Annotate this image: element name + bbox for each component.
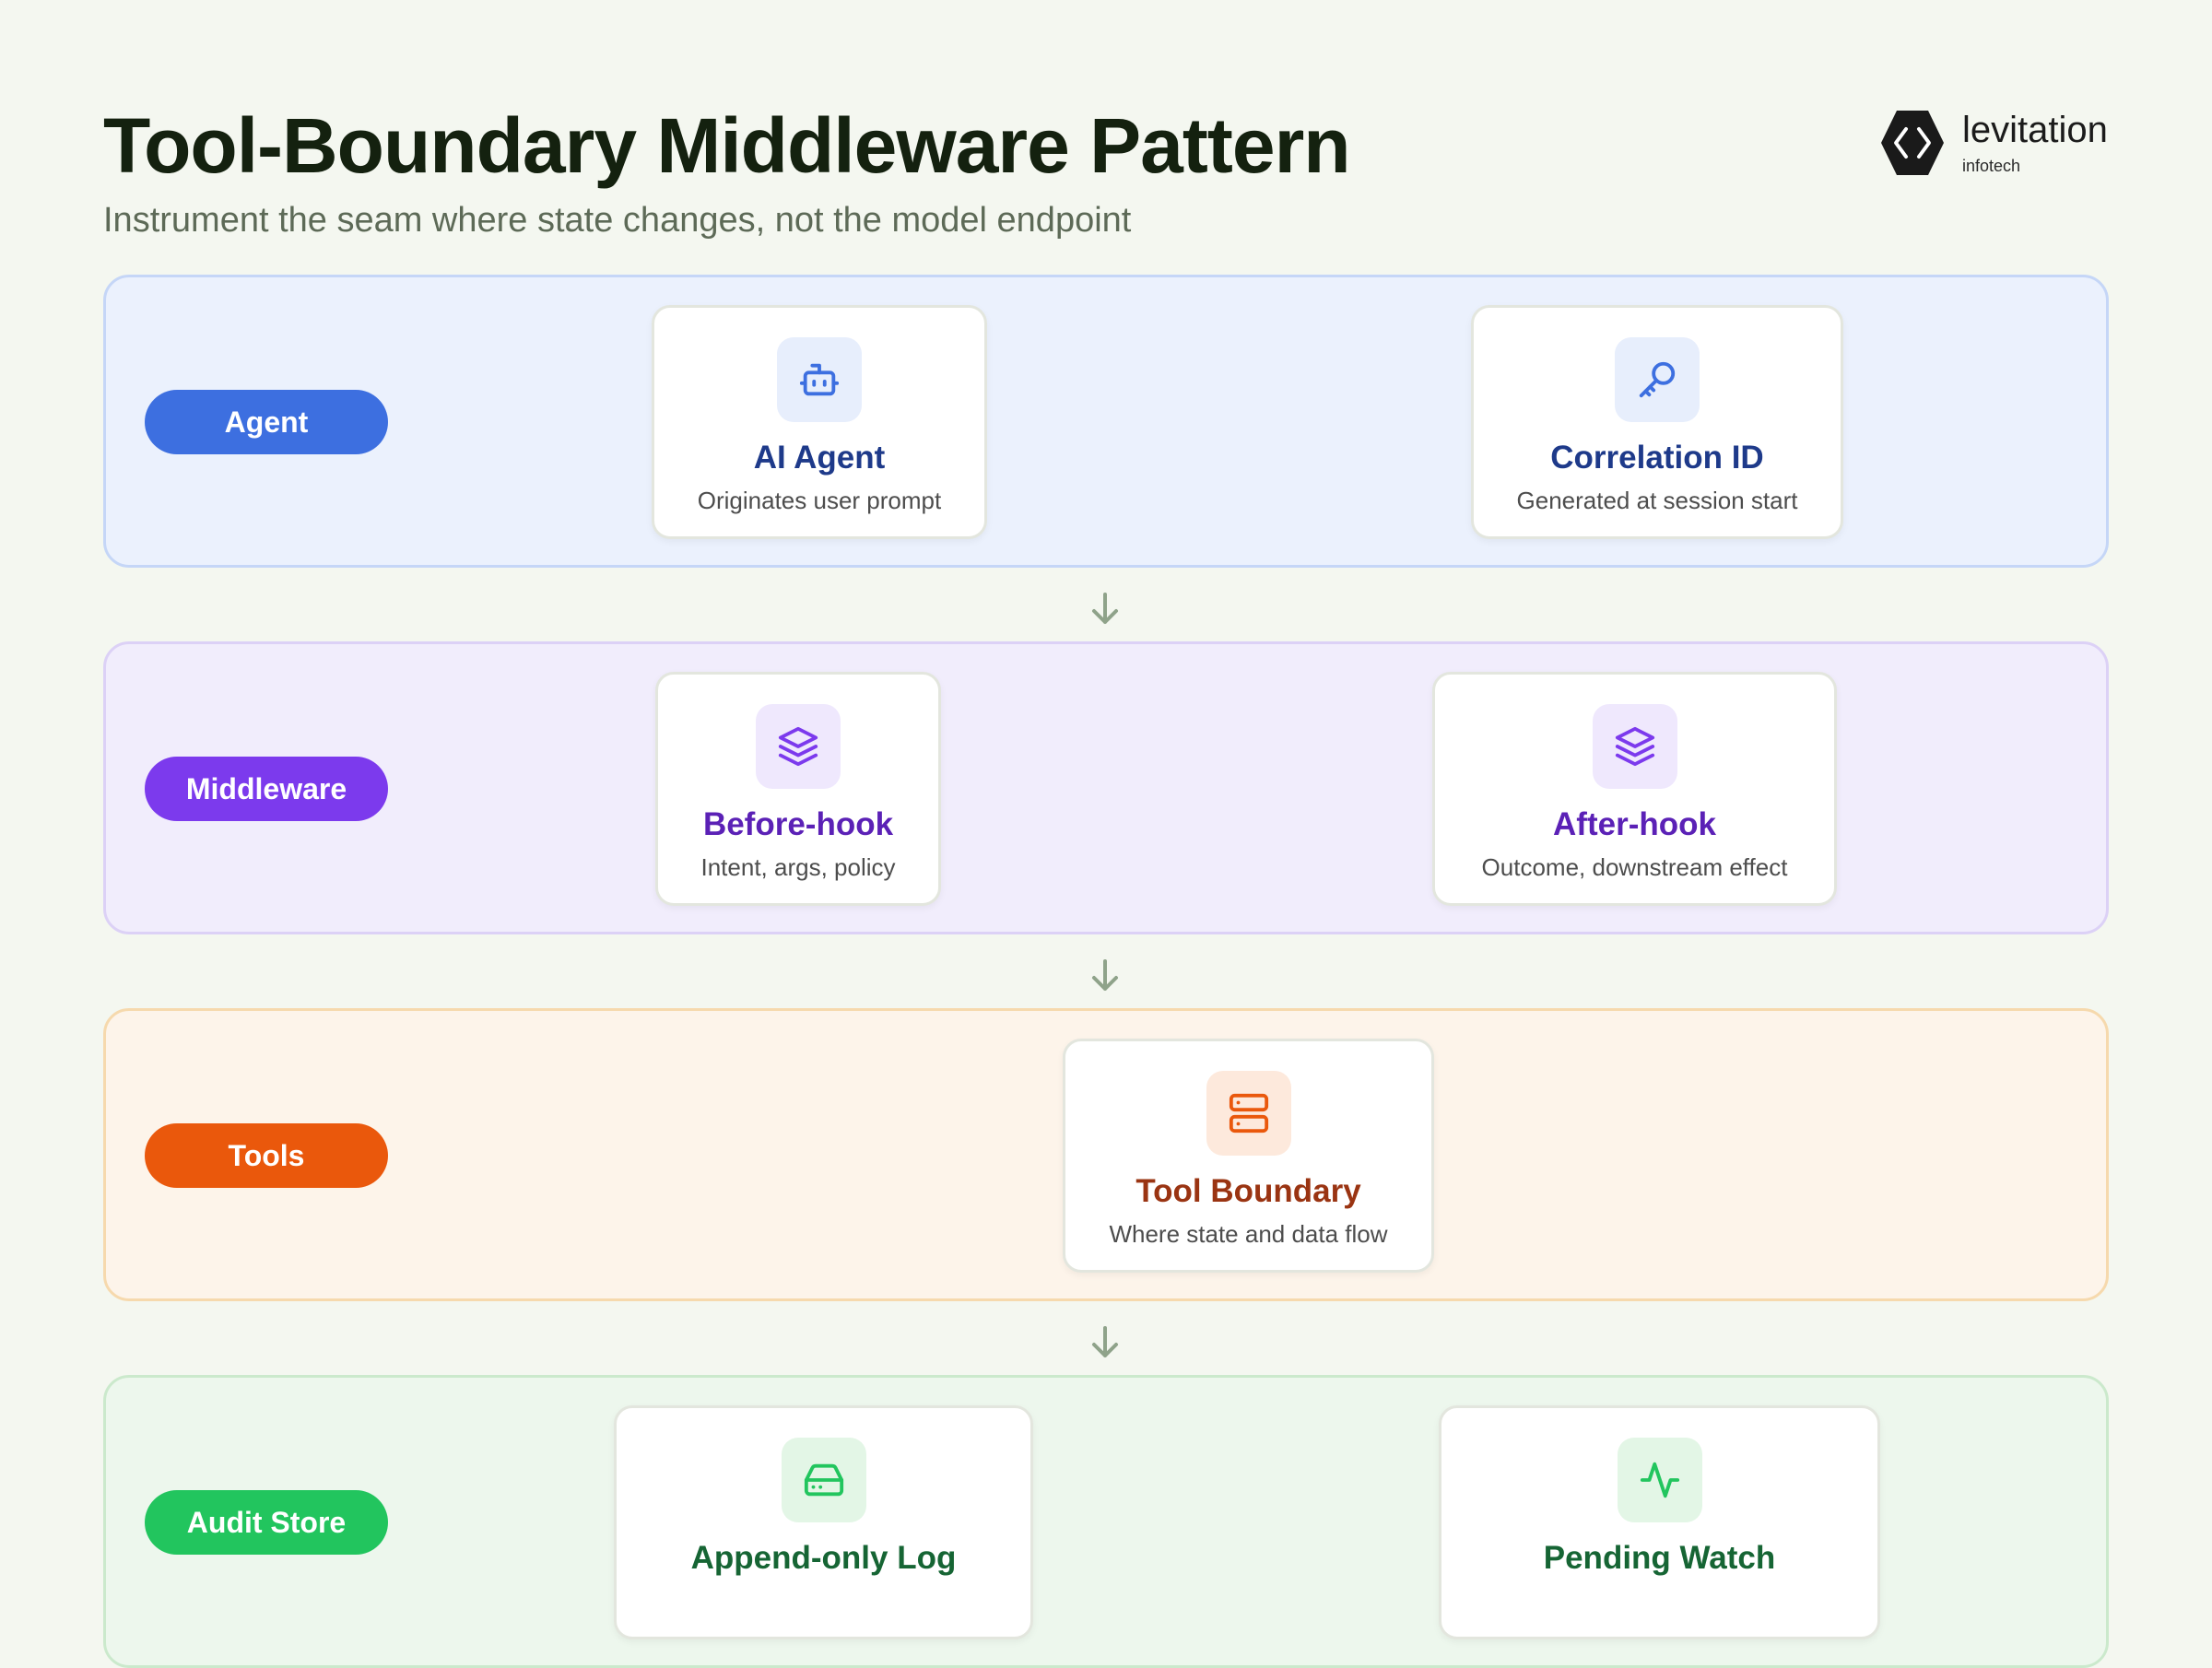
band-label-agent: Agent [145,390,388,454]
card-description: Outcome, downstream effect [1481,853,1788,881]
hard-drive-icon [781,1438,866,1522]
card-description: Where state and data flow [1109,1220,1388,1248]
arrow-down-icon [1092,959,1118,991]
layers-icon [1592,704,1677,789]
card-title: Correlation ID [1550,440,1764,476]
band-agent: Agent AI Agent Originates user prompt Co… [103,275,2109,568]
activity-icon [1617,1438,1702,1522]
card-description: Intent, args, policy [700,853,896,881]
arrow-down-icon [1092,1326,1118,1357]
key-icon [1615,337,1700,422]
card-append-only-log: Append-only Log [614,1405,1033,1639]
card-title: Pending Watch [1543,1540,1776,1576]
brand-tagline: infotech [1962,157,2021,175]
card-title: Before-hook [702,806,894,842]
card-description: Generated at session start [1516,487,1798,514]
page-subtitle: Instrument the seam where state changes,… [103,201,1132,240]
server-icon [1206,1071,1291,1156]
arrow-down-icon [1092,593,1118,624]
band-label-middleware: Middleware [145,757,388,821]
card-title: After-hook [1553,806,1716,842]
card-description: Originates user prompt [697,487,942,514]
card-tool-boundary: Tool Boundary Where state and data flow [1063,1039,1434,1273]
band-label-tools: Tools [145,1123,388,1188]
band-label-audit-store: Audit Store [145,1490,388,1555]
brand-name: levitation [1962,110,2108,150]
card-before-hook: Before-hook Intent, args, policy [655,672,941,906]
page-title: Tool-Boundary Middleware Pattern [103,102,1351,189]
card-after-hook: After-hook Outcome, downstream effect [1432,672,1837,906]
card-ai-agent: AI Agent Originates user prompt [652,305,987,539]
card-title: AI Agent [753,440,886,476]
card-title: Append-only Log [690,1540,957,1576]
card-pending-watch: Pending Watch [1439,1405,1880,1639]
hexagon-logo-icon [1881,111,1944,175]
band-audit-store: Audit Store Append-only Log Pending Watc… [103,1375,2109,1668]
band-tools: Tools Tool Boundary Where state and data… [103,1008,2109,1301]
layers-icon [756,704,841,789]
card-correlation-id: Correlation ID Generated at session star… [1471,305,1843,539]
card-title: Tool Boundary [1135,1173,1361,1209]
robot-icon [777,337,862,422]
brand-logo: levitation infotech [1880,105,2111,179]
band-middleware: Middleware Before-hook Intent, args, pol… [103,641,2109,934]
